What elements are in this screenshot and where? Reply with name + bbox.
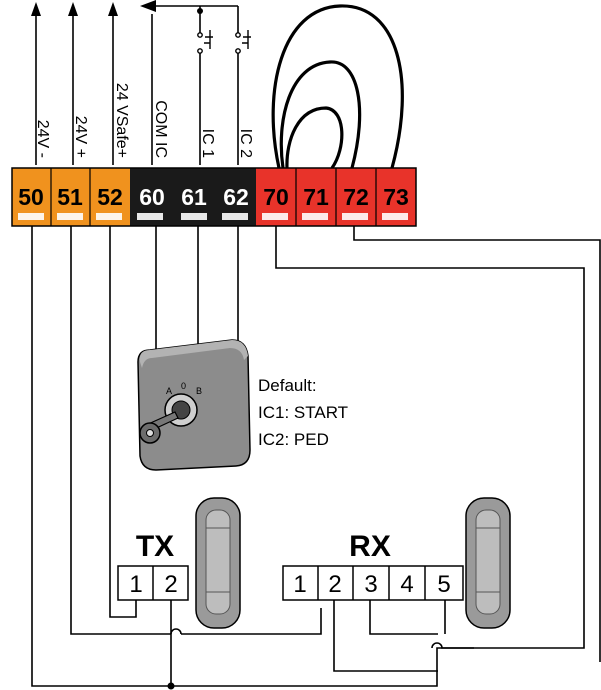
default-note: Default: IC1: START IC2: PED: [258, 376, 348, 449]
terminal-71: 71: [303, 184, 329, 210]
tx-terminal-2: 2: [164, 571, 177, 598]
terminal-label-51: 24V +: [72, 116, 89, 158]
terminal-51: 51: [57, 184, 83, 210]
key-switch: A 0 B: [137, 339, 251, 471]
terminal-labels: 24V - 24V + 24 VSafe+ COM IC IC 1 IC 2: [34, 83, 254, 158]
terminal-label-52: 24 VSafe+: [113, 83, 130, 158]
tx-photocell: TX 1 2: [117, 497, 241, 629]
rx-terminal-4: 4: [400, 571, 413, 598]
rx-title: RX: [349, 530, 391, 563]
rx-terminal-5: 5: [437, 571, 450, 598]
terminal-60: 60: [139, 184, 165, 210]
rx-terminal-1: 1: [293, 571, 306, 598]
terminal-block: 50 51 52 60 61 62 70 71 72 73: [11, 167, 417, 227]
terminal-50: 50: [18, 184, 44, 210]
arrow-left-icon: [140, 0, 156, 12]
terminal-61: 61: [181, 184, 207, 210]
terminal-label-60: COM IC: [152, 100, 169, 158]
rx-terminal-3: 3: [364, 571, 377, 598]
terminal-52: 52: [97, 184, 123, 210]
svg-text:A: A: [166, 386, 172, 396]
antenna-coil-icon: [271, 4, 404, 169]
terminal-label-62: IC 2: [237, 129, 254, 158]
tx-sensor-icon: [195, 497, 241, 629]
rx-terminal-2: 2: [328, 571, 341, 598]
key-icon: [139, 411, 179, 444]
terminal-label-50: 24V -: [34, 120, 51, 158]
terminal-73: 73: [383, 184, 409, 210]
svg-text:B: B: [196, 386, 202, 396]
terminal-70: 70: [263, 184, 289, 210]
arrow-up-icon: [31, 2, 41, 16]
arrow-up-icon: [68, 2, 78, 16]
tx-terminal-1: 1: [129, 571, 142, 598]
rx-sensor-icon: [465, 497, 511, 629]
wiring: [31, 226, 601, 687]
tx-title: TX: [136, 530, 174, 563]
arrow-up-icon: [108, 2, 118, 16]
note-line-2: IC1: START: [258, 403, 348, 422]
terminal-label-61: IC 1: [199, 129, 216, 158]
pushbutton-ic2-icon: [235, 30, 251, 54]
pushbutton-ic1-icon: [197, 30, 213, 54]
note-line-1: Default:: [258, 376, 317, 395]
svg-text:0: 0: [181, 381, 186, 391]
terminal-72: 72: [343, 184, 369, 210]
note-line-3: IC2: PED: [258, 430, 329, 449]
terminal-62: 62: [223, 184, 249, 210]
rx-photocell: RX 1 2 3 4 5: [282, 497, 511, 629]
arrow-heads: [31, 0, 203, 16]
